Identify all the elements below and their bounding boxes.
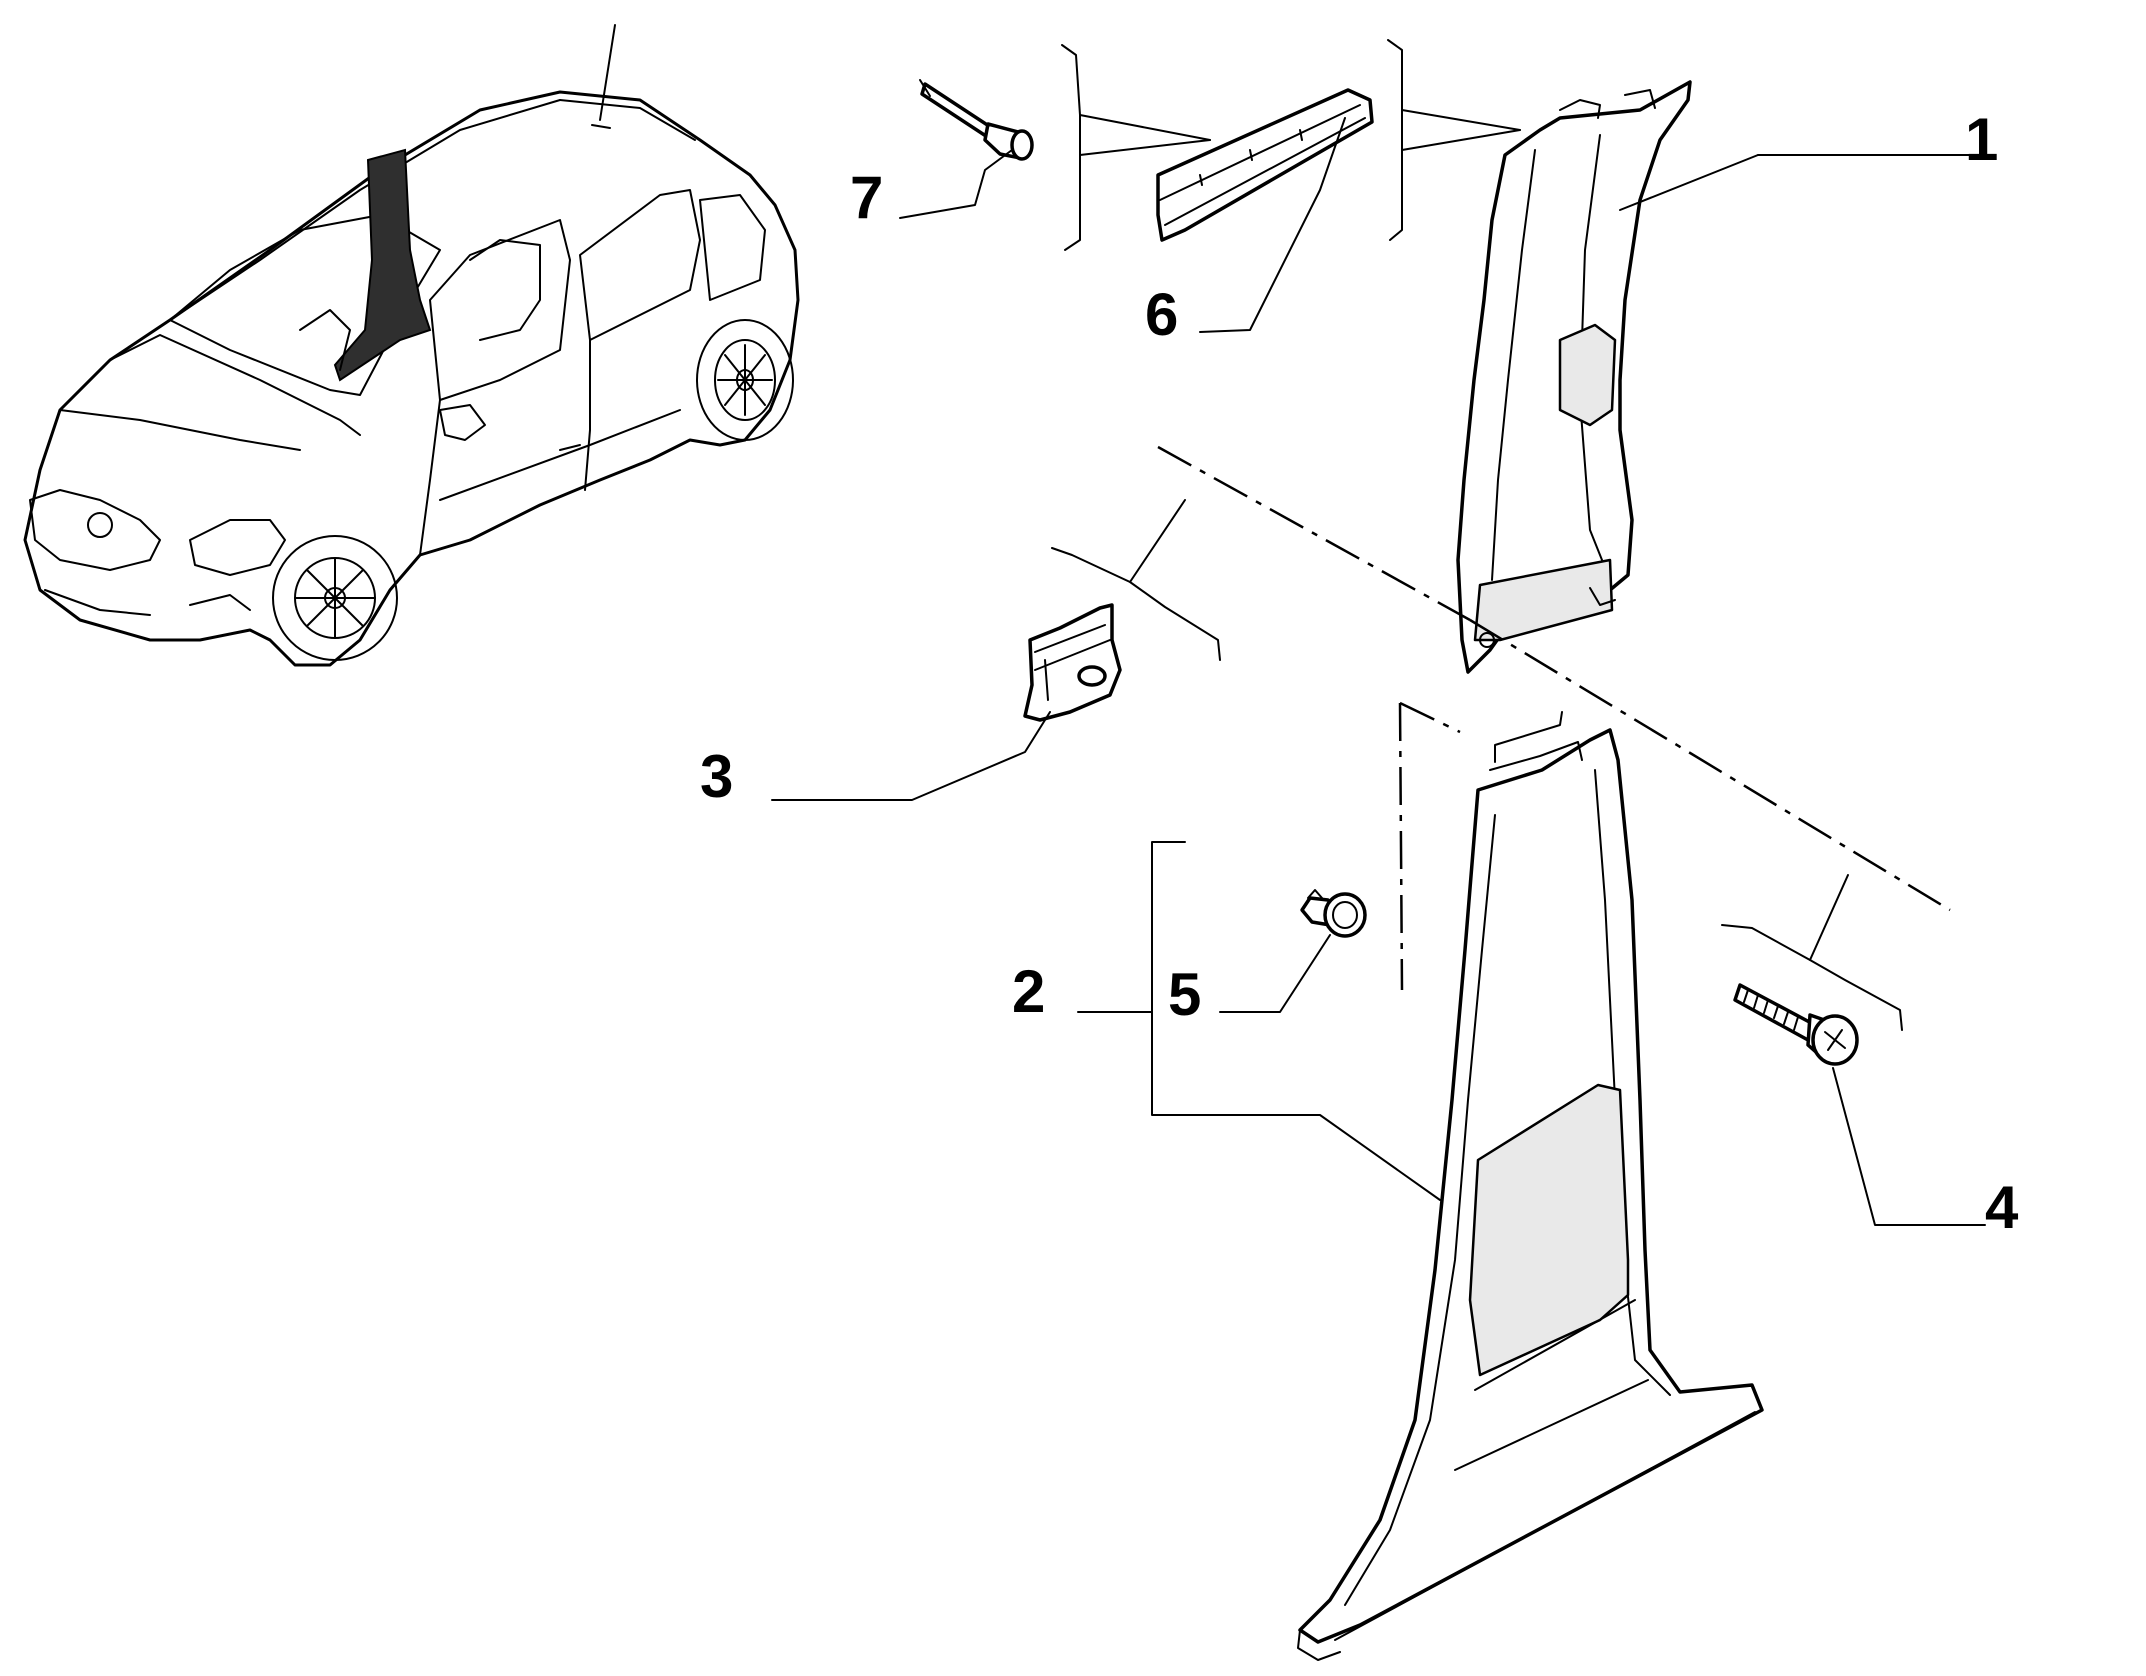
part-6-retaining-strip bbox=[1156, 88, 1374, 333]
part-7-push-pin bbox=[899, 79, 1034, 219]
alignment-lines bbox=[1157, 445, 1951, 991]
part-4-screw bbox=[1721, 874, 1986, 1226]
callout-1: 1 bbox=[1965, 106, 1998, 173]
callout-7: 7 bbox=[850, 164, 883, 231]
bracket-6-1 bbox=[1387, 39, 1521, 241]
bracket-7-6 bbox=[1061, 44, 1211, 251]
part-5-clip bbox=[1219, 889, 1367, 1013]
part-3-bracket-clip bbox=[771, 499, 1221, 801]
highlighted-b-pillar bbox=[333, 148, 432, 382]
callout-5: 5 bbox=[1168, 961, 1201, 1028]
callout-2: 2 bbox=[1012, 958, 1045, 1025]
callout-4: 4 bbox=[1985, 1174, 2019, 1241]
vehicle-overview bbox=[23, 24, 800, 667]
part-2-lower-pillar-trim bbox=[1077, 711, 1764, 1661]
callout-3: 3 bbox=[700, 743, 733, 810]
callout-6: 6 bbox=[1145, 281, 1178, 348]
part-1-upper-pillar-trim bbox=[1456, 80, 1981, 674]
